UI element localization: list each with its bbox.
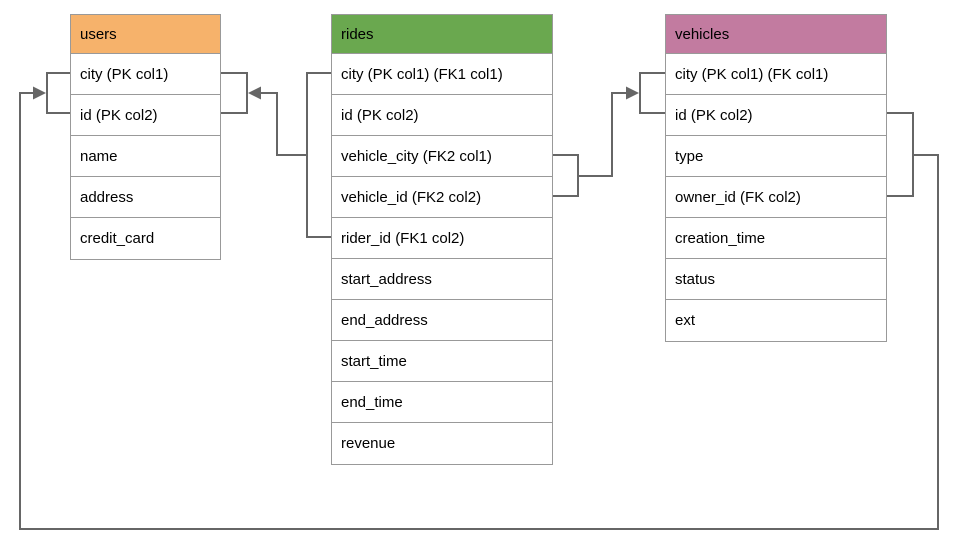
vehicles-left-bracket [639, 72, 665, 114]
table-vehicles: vehicles city (PK col1) (FK col1) id (PK… [665, 14, 887, 342]
row-rides-city: city (PK col1) (FK1 col1) [332, 54, 552, 95]
row-users-id: id (PK col2) [71, 95, 220, 136]
table-rides-title: rides [341, 25, 374, 43]
row-vehicles-city: city (PK col1) (FK col1) [666, 54, 886, 95]
rides-right-bracket [553, 154, 579, 197]
row-rides-vehicle-city: vehicle_city (FK2 col1) [332, 136, 552, 177]
row-vehicles-type: type [666, 136, 886, 177]
row-rides-end-address: end_address [332, 300, 552, 341]
row-rides-rider-id: rider_id (FK1 col2) [332, 218, 552, 259]
row-rides-end-time: end_time [332, 382, 552, 423]
connector-rides-to-users [221, 72, 331, 238]
users-right-bracket [221, 72, 248, 114]
table-rides-header: rides [332, 15, 552, 54]
row-rides-start-address: start_address [332, 259, 552, 300]
row-vehicles-ext: ext [675, 312, 696, 329]
row-rides-revenue: revenue [341, 435, 396, 452]
row-rides-id: id (PK col2) [332, 95, 552, 136]
row-users-name: name [71, 136, 220, 177]
table-users-header: users [71, 15, 220, 54]
row-vehicles-status: status [666, 259, 886, 300]
connector-line [260, 92, 307, 156]
connector-vehicles-to-users [19, 72, 939, 530]
table-vehicles-title: vehicles [675, 25, 730, 43]
table-users: users city (PK col1) id (PK col2) name a… [70, 14, 221, 260]
connector-line [19, 92, 939, 530]
arrowhead-to-vehicles [626, 86, 639, 100]
table-vehicles-header: vehicles [666, 15, 886, 54]
row-vehicles-creation-time: creation_time [666, 218, 886, 259]
table-rides: rides city (PK col1) (FK1 col1) id (PK c… [331, 14, 553, 465]
table-users-title: users [80, 25, 117, 43]
row-users-credit-card: credit_card [80, 230, 155, 247]
users-left-bracket [46, 72, 70, 114]
connector-line [578, 92, 627, 177]
row-vehicles-owner-id: owner_id (FK col2) [666, 177, 886, 218]
row-vehicles-id: id (PK col2) [666, 95, 886, 136]
arrowhead-to-users [248, 86, 261, 100]
row-rides-start-time: start_time [332, 341, 552, 382]
vehicles-right-bracket [887, 112, 914, 197]
row-users-address: address [71, 177, 220, 218]
row-users-city: city (PK col1) [71, 54, 220, 95]
arrowhead-to-users-left [33, 86, 46, 100]
row-rides-vehicle-id: vehicle_id (FK2 col2) [332, 177, 552, 218]
rides-left-bracket [306, 72, 331, 238]
connector-rides-to-vehicles [553, 72, 665, 197]
